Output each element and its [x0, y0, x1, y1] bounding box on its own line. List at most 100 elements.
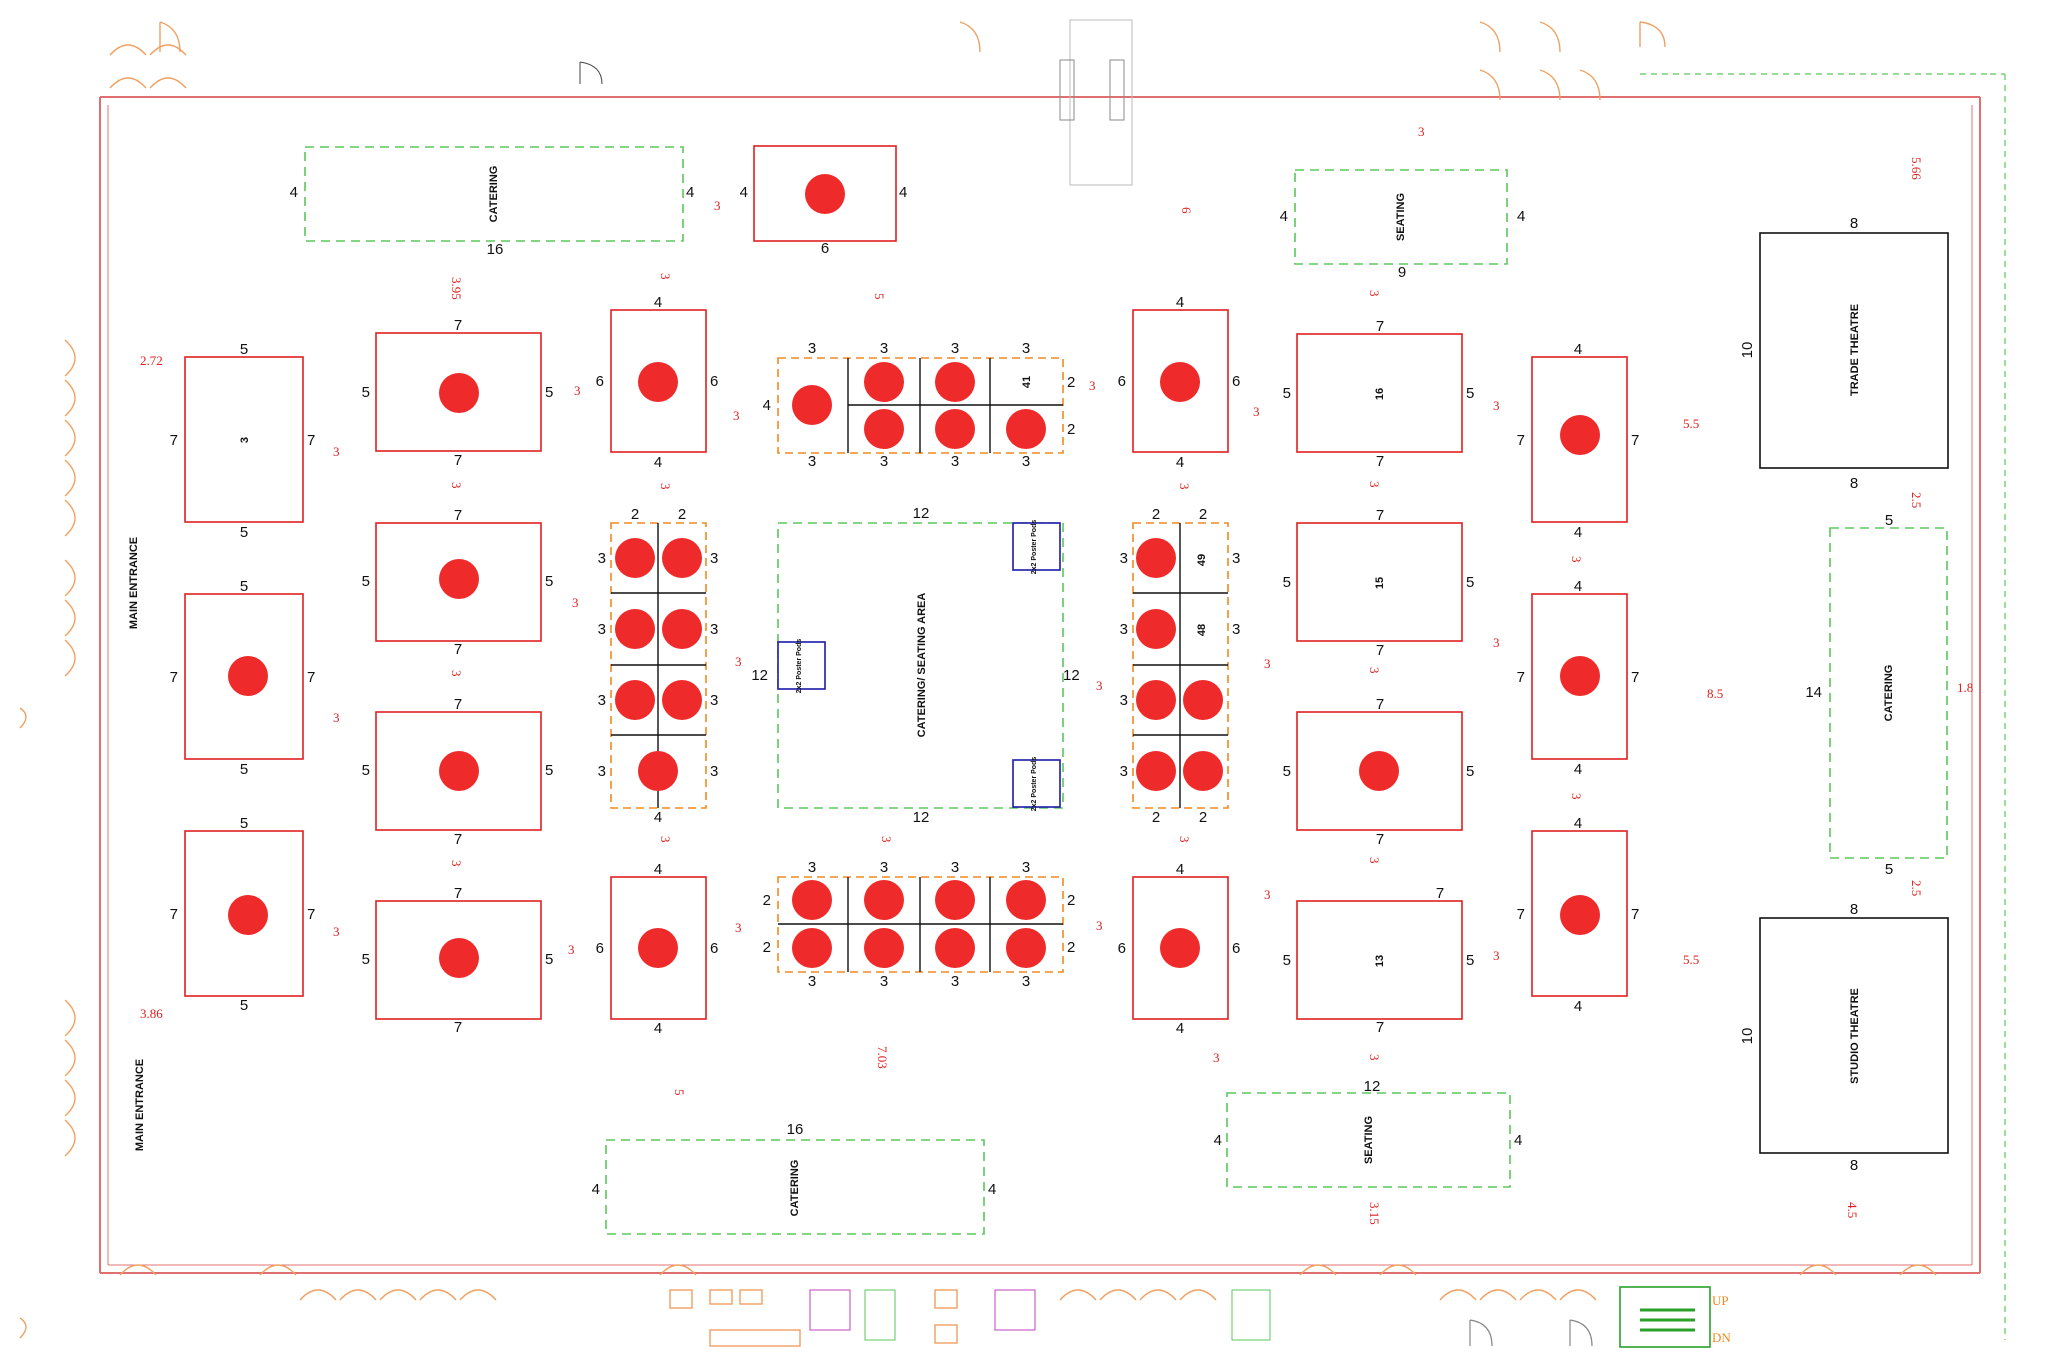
stand[interactable]: [610, 309, 707, 453]
dim: 10: [1739, 342, 1756, 359]
dim: 5: [545, 762, 553, 779]
aisle-dim: 5.66: [1909, 157, 1924, 180]
aisle-dim: 2.5: [1909, 880, 1924, 896]
dim: 4: [1280, 208, 1288, 225]
dim: 3: [710, 621, 718, 638]
occupied-markers: [228, 174, 1600, 978]
dim: 7: [1376, 696, 1384, 713]
catering-bottom-label: CATERING: [789, 1160, 801, 1217]
stand-number: 16: [1374, 388, 1386, 400]
aisle-dim: 3: [1367, 481, 1382, 488]
dim: 3: [951, 340, 959, 357]
aisle-dim: 3: [449, 670, 464, 677]
dim: 5: [362, 762, 370, 779]
dim: 5: [240, 997, 248, 1014]
studio-theatre-label: STUDIO THEATRE: [1849, 988, 1861, 1084]
aisle-dim: 3.86: [140, 1006, 163, 1021]
zone-catering-bottom: CATERING 16 4 4: [592, 1121, 996, 1235]
dim: 4: [763, 397, 771, 414]
dim: 4: [654, 1020, 662, 1037]
dim: 4: [1574, 524, 1582, 541]
dim: 9: [1398, 264, 1406, 281]
stand-number: 15: [1374, 577, 1386, 589]
catering-center-label: CATERING/ SEATING AREA: [916, 593, 928, 738]
dim: 4: [654, 809, 662, 826]
dim: 3: [598, 621, 606, 638]
aisle-dim: 3.95: [449, 277, 464, 300]
dim: 7: [1631, 906, 1639, 923]
aisle-dim: 3: [449, 860, 464, 867]
stand[interactable]: [1296, 900, 1463, 1020]
aisle-dim: 5: [672, 1089, 687, 1096]
dim: 5: [1466, 952, 1474, 969]
dim: 5: [240, 815, 248, 832]
dim: 4: [686, 184, 694, 201]
dim: 3: [808, 859, 816, 876]
stand-number: 3: [239, 437, 251, 443]
dim: 7: [1376, 1019, 1384, 1036]
dim: 12: [913, 505, 930, 522]
service-rooms: [669, 1289, 1271, 1347]
aisle-dim: 1.8: [1957, 680, 1973, 695]
dim: 5: [545, 384, 553, 401]
dim: 4: [1517, 208, 1525, 225]
dim: 3: [1022, 859, 1030, 876]
dim: 8: [1850, 1157, 1858, 1174]
dim: 4: [988, 1181, 996, 1198]
stand-number: 41: [1021, 376, 1033, 388]
aisle-dim: 3: [333, 444, 340, 459]
dim: 7: [1517, 432, 1525, 449]
aisle-dim: 5.5: [1683, 952, 1699, 967]
dim: 4: [1176, 454, 1184, 471]
dim: 2: [763, 892, 771, 909]
dim: 3: [808, 973, 816, 990]
stands: [184, 145, 1628, 1020]
dim: 8: [1850, 215, 1858, 232]
dim: 3: [1022, 340, 1030, 357]
hall-walls: [99, 73, 2006, 1340]
aisle-dim: 3: [1264, 887, 1271, 902]
aisle-dim: 3: [1177, 836, 1192, 843]
aisle-dim: 3: [1096, 918, 1103, 933]
stand[interactable]: [1296, 333, 1463, 453]
dim: 6: [1232, 373, 1240, 390]
aisle-dim: 7.03: [875, 1046, 890, 1069]
stand[interactable]: [375, 332, 542, 452]
aisle-dim: 3: [735, 654, 742, 669]
stand[interactable]: [1296, 522, 1463, 642]
stand[interactable]: [184, 356, 304, 523]
zone-catering-center: CATERING/ SEATING AREA 12 12 12 12: [751, 505, 1079, 826]
dim: 3: [710, 692, 718, 709]
aisle-dim: 5: [872, 293, 887, 300]
aisle-dim: 3: [1493, 635, 1500, 650]
dim: 4: [1176, 1020, 1184, 1037]
dim: 3: [1022, 453, 1030, 470]
dim: 6: [596, 373, 604, 390]
dim: 3: [1232, 550, 1240, 567]
poster-pod-label: 2x2 Poster Pods: [1031, 757, 1038, 812]
studio-theatre: STUDIO THEATRE 8 8 10: [1739, 901, 1949, 1174]
dim: 2: [1067, 939, 1075, 956]
dim: 7: [1376, 642, 1384, 659]
dim: 4: [592, 1181, 600, 1198]
dim: 4: [1574, 578, 1582, 595]
dim: 4: [654, 861, 662, 878]
stand[interactable]: [1296, 711, 1463, 831]
dim: 2: [1152, 506, 1160, 523]
dim: 7: [170, 906, 178, 923]
aisle-dim: 2.5: [1909, 492, 1924, 508]
dim: 4: [654, 294, 662, 311]
dim: 6: [710, 373, 718, 390]
dim: 2: [1199, 506, 1207, 523]
poster-pod-label: 2x2 Poster Pods: [796, 639, 803, 694]
dim: 7: [454, 1019, 462, 1036]
aisle-dim: 3: [1213, 1050, 1220, 1065]
stand-number: 13: [1374, 955, 1386, 967]
dim: 3: [1120, 550, 1128, 567]
dim: 4: [1574, 761, 1582, 778]
dim: 3: [880, 453, 888, 470]
aisle-dim: 3: [1096, 678, 1103, 693]
aisle-dim: 6: [1179, 207, 1194, 214]
stand-number: 48: [1196, 624, 1208, 636]
dim: 3: [1120, 763, 1128, 780]
